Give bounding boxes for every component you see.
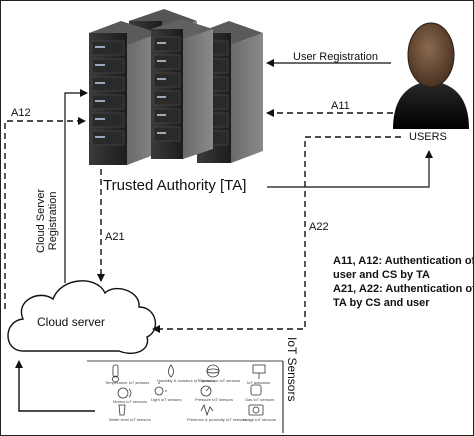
iot-to-cloud-arrow — [15, 360, 95, 412]
gas-sensor-icon — [250, 384, 262, 396]
a12-label: A12 — [11, 107, 31, 119]
temperature-sensor-icon — [112, 364, 119, 383]
actuator-icon — [252, 364, 266, 379]
sensor-caption: Gyroscope IoT sensors — [199, 378, 241, 383]
iot-sensors-label: IoT Sensors — [285, 337, 299, 402]
light-sensor-icon — [154, 382, 167, 396]
ta-to-users-arrow — [267, 150, 433, 188]
a22-arrow — [152, 136, 401, 333]
sensor-caption: Humidity & moisture IoT sensors — [157, 378, 215, 383]
sensor-caption: Motion IoT sensors — [113, 399, 147, 404]
a21-label: A21 — [105, 231, 125, 243]
cloud-server-registration-arrow — [64, 89, 88, 283]
legend-line-1: A11, A12: Authentication of — [333, 255, 474, 267]
cloud-server-label: Cloud server — [37, 315, 106, 329]
a11-label: A11 — [331, 100, 350, 112]
sensor-caption: Pressure IoT sensors — [195, 397, 233, 402]
sensor-caption: Temperature IoT sensors — [105, 380, 150, 385]
legend-line-4: TA by CS and user — [333, 297, 430, 309]
humidity-sensor-icon — [168, 364, 174, 378]
a22-label: A22 — [309, 221, 329, 233]
iot-sensor-icons — [112, 364, 266, 417]
user-icon — [393, 22, 469, 129]
pressure-sensor-icon — [200, 385, 212, 397]
cloud-server-registration-label: Cloud Server Registration — [35, 189, 59, 253]
sensor-caption: Presence & proximity IoT sensors — [187, 417, 247, 422]
server-rack-icon — [151, 19, 213, 159]
water-level-sensor-icon — [118, 404, 126, 416]
proximity-sensor-icon — [200, 403, 214, 417]
cloud-server-registration-line2: Registration — [47, 191, 59, 251]
legend: A11, A12: Authentication of user and CS … — [333, 254, 473, 310]
gyroscope-sensor-icon — [206, 364, 220, 378]
sensor-caption: Water level IoT sensors — [109, 417, 151, 422]
image-sensor-icon — [248, 404, 264, 416]
user-registration-label: User Registration — [293, 51, 378, 63]
sensor-caption: Light IoT sensors — [151, 397, 182, 402]
sensor-caption: Gas IoT sensors — [245, 397, 275, 402]
trusted-authority-servers — [89, 9, 263, 165]
legend-line-2: user and CS by TA — [333, 269, 430, 281]
trusted-authority-label: Trusted Authority [TA] — [103, 177, 247, 194]
sensor-caption: Image IoT sensors — [243, 417, 277, 422]
cloud-shape — [7, 280, 157, 355]
cloud-server-registration-line1: Cloud Server — [35, 188, 47, 253]
server-rack-icon — [89, 21, 159, 165]
a12-arrow — [4, 117, 86, 309]
sensor-caption: IoT actuators — [247, 380, 271, 385]
motion-sensor-icon — [117, 387, 132, 399]
legend-line-3: A21, A22: Authentication of — [333, 283, 474, 295]
users-label: USERS — [409, 131, 447, 143]
